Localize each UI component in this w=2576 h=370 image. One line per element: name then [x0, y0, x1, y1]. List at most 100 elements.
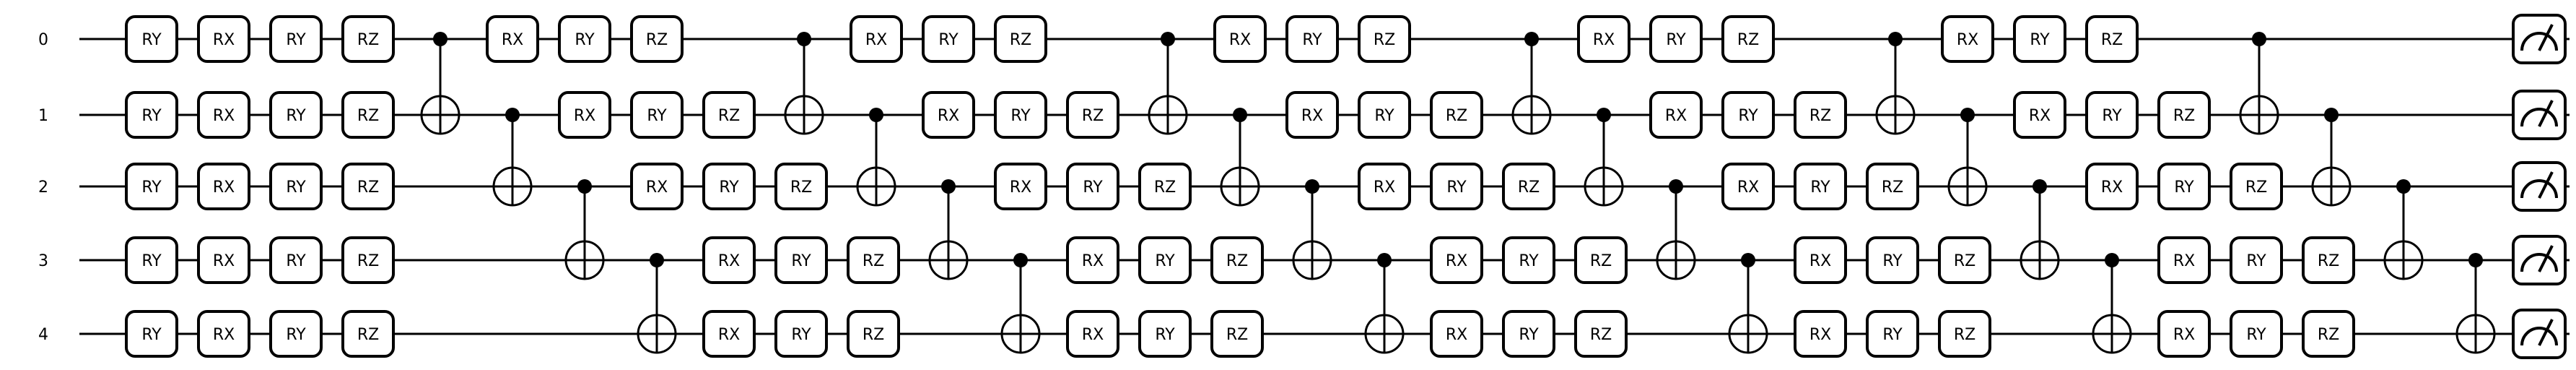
gate-label: RZ — [1010, 31, 1031, 49]
meter-icon — [2512, 235, 2567, 285]
gate-label: RX — [1229, 31, 1251, 49]
control-dot — [1960, 108, 1975, 122]
gate-rz: RZ — [2302, 236, 2355, 284]
gate-label: RZ — [357, 326, 379, 344]
gate-label: RY — [286, 326, 306, 344]
gate-rx: RX — [1358, 163, 1411, 210]
gate-label: RY — [141, 178, 162, 197]
gate-label: RZ — [718, 107, 740, 125]
cnot-gate — [856, 108, 896, 207]
cnot-gate — [2383, 179, 2424, 280]
gate-box — [341, 310, 395, 358]
gate-rx: RX — [1941, 15, 1994, 63]
gate-box — [1866, 236, 1919, 284]
gate-box — [1938, 236, 1991, 284]
gate-rx: RX — [1285, 91, 1339, 139]
gate-label: RY — [938, 31, 959, 49]
measurements — [2512, 14, 2567, 359]
gate-box — [702, 163, 756, 210]
cnot-gate — [2311, 108, 2352, 207]
gate-box — [269, 163, 323, 210]
gate-label: RY — [791, 326, 811, 344]
gate-label: RX — [213, 31, 235, 49]
gate-label: RY — [1302, 31, 1322, 49]
gate-rz: RZ — [1138, 163, 1192, 210]
gate-box — [922, 15, 975, 63]
gate-box — [341, 15, 395, 63]
cnot-gate — [1220, 108, 1260, 207]
cnot-gate — [784, 32, 824, 135]
gate-box — [1210, 310, 1264, 358]
gate-box — [2230, 236, 2283, 284]
gate-rz: RZ — [1066, 91, 1119, 139]
gate-label: RZ — [357, 107, 379, 125]
gate-label: RY — [286, 252, 306, 270]
cnot-gate — [420, 32, 460, 135]
control-dot — [505, 108, 520, 122]
gate-ry: RY — [1866, 310, 1919, 358]
control-dot — [2033, 179, 2047, 194]
gate-rx: RX — [1577, 15, 1630, 63]
gate-label: RZ — [1226, 326, 1248, 344]
gate-label: RZ — [1954, 326, 1975, 344]
gate-rx: RX — [486, 15, 539, 63]
gate-box — [702, 91, 756, 139]
gate-box — [1502, 236, 1555, 284]
gate-rx: RX — [197, 310, 250, 358]
gate-label: RZ — [1737, 31, 1759, 49]
gate-label: RX — [646, 178, 668, 197]
gate-rz: RZ — [1210, 310, 1264, 358]
gate-label: RX — [1446, 252, 1467, 270]
gate-box — [630, 91, 684, 139]
gate-rz: RZ — [774, 163, 828, 210]
gate-box — [1938, 310, 1991, 358]
gate-rx: RX — [702, 236, 756, 284]
gate-label: RX — [502, 31, 523, 49]
gate-rz: RZ — [1358, 15, 1411, 63]
gate-rz: RZ — [1210, 236, 1264, 284]
gate-label: RY — [1519, 252, 1539, 270]
gate-rz: RZ — [847, 310, 900, 358]
control-dot — [1524, 32, 1539, 46]
gate-label: RY — [1010, 107, 1031, 125]
cnot-gate — [1292, 179, 1332, 280]
gate-label: RY — [791, 252, 811, 270]
gate-label: RX — [2173, 252, 2195, 270]
cnot-gate — [1511, 32, 1552, 135]
gate-box — [1721, 163, 1775, 210]
gate-label: RZ — [357, 178, 379, 197]
gate-label: RY — [141, 31, 162, 49]
gate-label: RZ — [1082, 107, 1104, 125]
meter-icon — [2512, 161, 2567, 212]
gate-label: RY — [719, 178, 739, 197]
cnot-gate — [2092, 253, 2132, 354]
gate-label: RX — [1665, 107, 1687, 125]
gate-box — [1866, 163, 1919, 210]
gate-box — [2157, 236, 2211, 284]
gate-box — [1066, 236, 1119, 284]
control-dot — [650, 253, 664, 267]
control-dot — [2396, 179, 2411, 194]
gate-rx: RX — [922, 91, 975, 139]
gate-label: RY — [286, 107, 306, 125]
gate-rz: RZ — [702, 91, 756, 139]
control-dot — [1597, 108, 1611, 122]
gate-box — [1574, 310, 1628, 358]
gate-box — [1794, 163, 1847, 210]
meter-arc — [2520, 327, 2558, 346]
gate-label: RY — [1155, 252, 1175, 270]
gate-box — [850, 15, 903, 63]
gate-ry: RY — [269, 91, 323, 139]
cnot-gate — [1875, 32, 1916, 135]
gate-box — [197, 15, 250, 63]
gate-box — [994, 91, 1047, 139]
control-dot — [2252, 32, 2266, 46]
control-dot — [577, 179, 592, 194]
gate-label: RZ — [1590, 326, 1612, 344]
meter-box — [2512, 161, 2567, 212]
gate-rx: RX — [994, 163, 1047, 210]
gate-box — [125, 310, 178, 358]
gate-box — [486, 15, 539, 63]
gate-box — [1358, 15, 1411, 63]
